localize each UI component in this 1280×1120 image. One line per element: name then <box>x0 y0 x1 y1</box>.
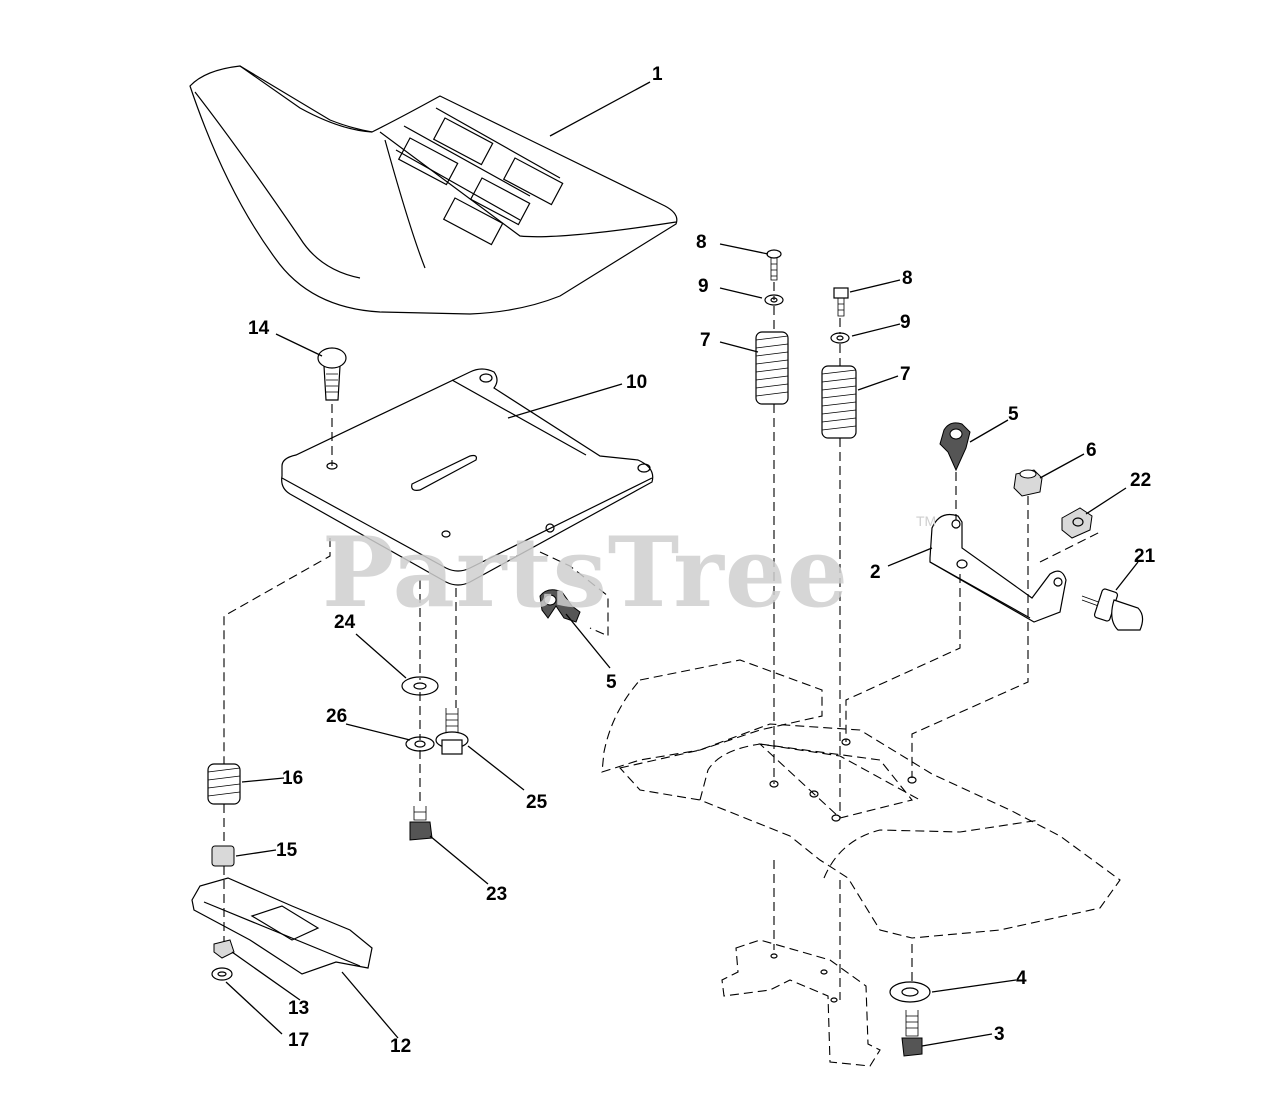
callout-24[interactable]: 24 <box>334 612 356 633</box>
callout-8-left[interactable]: 8 <box>696 232 707 253</box>
hex-bolt-part[interactable] <box>409 806 433 841</box>
shoulder-bolt-part[interactable] <box>1081 588 1144 631</box>
spring-small-part[interactable] <box>207 763 241 805</box>
callout-16[interactable]: 16 <box>282 768 303 789</box>
callout-15[interactable]: 15 <box>276 840 298 861</box>
watermark: PartsTree TM <box>322 513 936 629</box>
callout-14[interactable]: 14 <box>248 318 270 339</box>
callout-25[interactable]: 25 <box>526 792 548 813</box>
spacer-part[interactable] <box>211 845 235 867</box>
callout-8-right[interactable]: 8 <box>902 268 913 289</box>
carriage-bolt-part[interactable] <box>317 347 347 401</box>
clip-top-part[interactable] <box>939 422 971 472</box>
screw-left-part[interactable] <box>766 249 782 281</box>
callout-5-top[interactable]: 5 <box>1008 404 1019 425</box>
callouts: 1 14 10 8 9 7 8 9 7 5 6 22 2 21 5 24 26 … <box>248 64 1156 1057</box>
watermark-text: PartsTree <box>322 516 849 629</box>
spring-right-part[interactable] <box>821 365 857 439</box>
seat-part[interactable] <box>189 65 678 315</box>
callout-6[interactable]: 6 <box>1086 440 1097 461</box>
callout-4[interactable]: 4 <box>1016 968 1027 989</box>
callout-7-right[interactable]: 7 <box>900 364 911 385</box>
assembly-lines <box>223 282 1101 1000</box>
callout-1[interactable]: 1 <box>652 64 663 85</box>
callout-10[interactable]: 10 <box>626 372 647 393</box>
washer-right-part[interactable] <box>830 332 850 344</box>
callout-3[interactable]: 3 <box>994 1024 1005 1045</box>
washer-flat-part[interactable] <box>889 981 931 1003</box>
callout-2[interactable]: 2 <box>870 562 881 583</box>
callout-26[interactable]: 26 <box>326 706 347 727</box>
callout-7-left[interactable]: 7 <box>700 330 711 351</box>
lock-nut-part[interactable] <box>1013 469 1043 497</box>
callout-9-left[interactable]: 9 <box>698 276 709 297</box>
nut-part[interactable] <box>1061 507 1093 539</box>
mount-plate-part[interactable] <box>191 877 373 975</box>
leader-lines <box>225 81 1139 1047</box>
watermark-trademark: TM <box>916 513 936 529</box>
callout-21[interactable]: 21 <box>1134 546 1156 567</box>
clip-lower-part[interactable] <box>539 589 581 623</box>
callout-22[interactable]: 22 <box>1130 470 1151 491</box>
callout-13[interactable]: 13 <box>288 998 309 1019</box>
callout-9-right[interactable]: 9 <box>900 312 911 333</box>
frame-reference <box>601 659 1121 1067</box>
washer-large-part[interactable] <box>401 676 439 696</box>
hinge-bracket-part[interactable] <box>929 513 1067 623</box>
callout-5-lower[interactable]: 5 <box>606 672 617 693</box>
hex-bolt-frame-part[interactable] <box>901 1010 923 1057</box>
nut-small-part[interactable] <box>213 939 235 959</box>
callout-12[interactable]: 12 <box>390 1036 411 1057</box>
screw-right-part[interactable] <box>833 287 849 317</box>
spring-left-part[interactable] <box>755 331 789 405</box>
shoulder-screw-part[interactable] <box>435 708 469 755</box>
washer-small-part[interactable] <box>211 967 233 981</box>
callout-23[interactable]: 23 <box>486 884 507 905</box>
seat-pan-part[interactable] <box>281 368 654 586</box>
callout-17[interactable]: 17 <box>288 1030 309 1051</box>
